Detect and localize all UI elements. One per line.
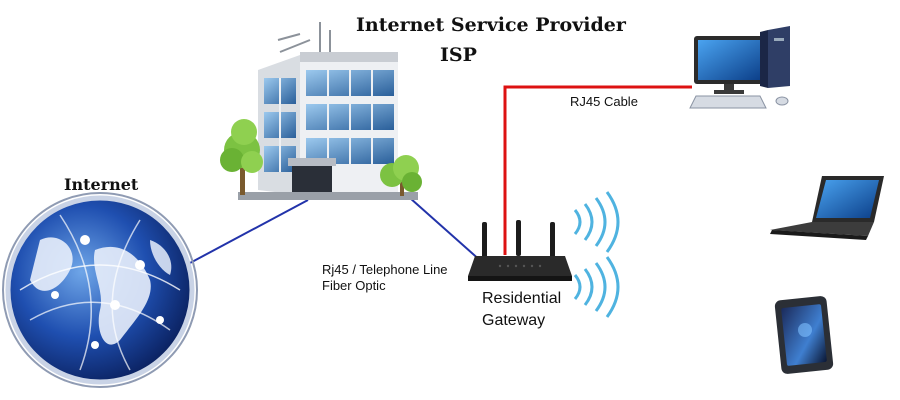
isp-link-label-line2: Fiber Optic [322,278,386,293]
rj45-cable-label: RJ45 Cable [570,94,638,109]
tree-right-icon [380,155,422,196]
tree-left-icon [220,119,263,195]
internet-label: Internet [64,175,139,194]
desktop-computer-icon [689,26,790,109]
gateway-label-line2: Gateway [482,312,546,329]
smartphone-icon [774,296,834,374]
link-rj45-cable [503,85,692,255]
isp-title: Internet Service Provider [356,14,626,36]
isp-abbreviation: ISP [440,44,477,66]
gateway-label-line1: Residential [482,290,562,307]
link-globe-to-isp [189,199,309,264]
globe-icon [2,192,198,388]
office-building-icon [238,22,418,200]
link-isp-to-gateway [409,197,483,263]
wifi-waves-lower-icon [573,256,620,318]
wifi-router-icon [468,220,572,281]
wifi-waves-upper-icon [573,191,620,253]
laptop-icon [770,176,884,240]
isp-link-label-line1: Rj45 / Telephone Line [322,262,448,277]
